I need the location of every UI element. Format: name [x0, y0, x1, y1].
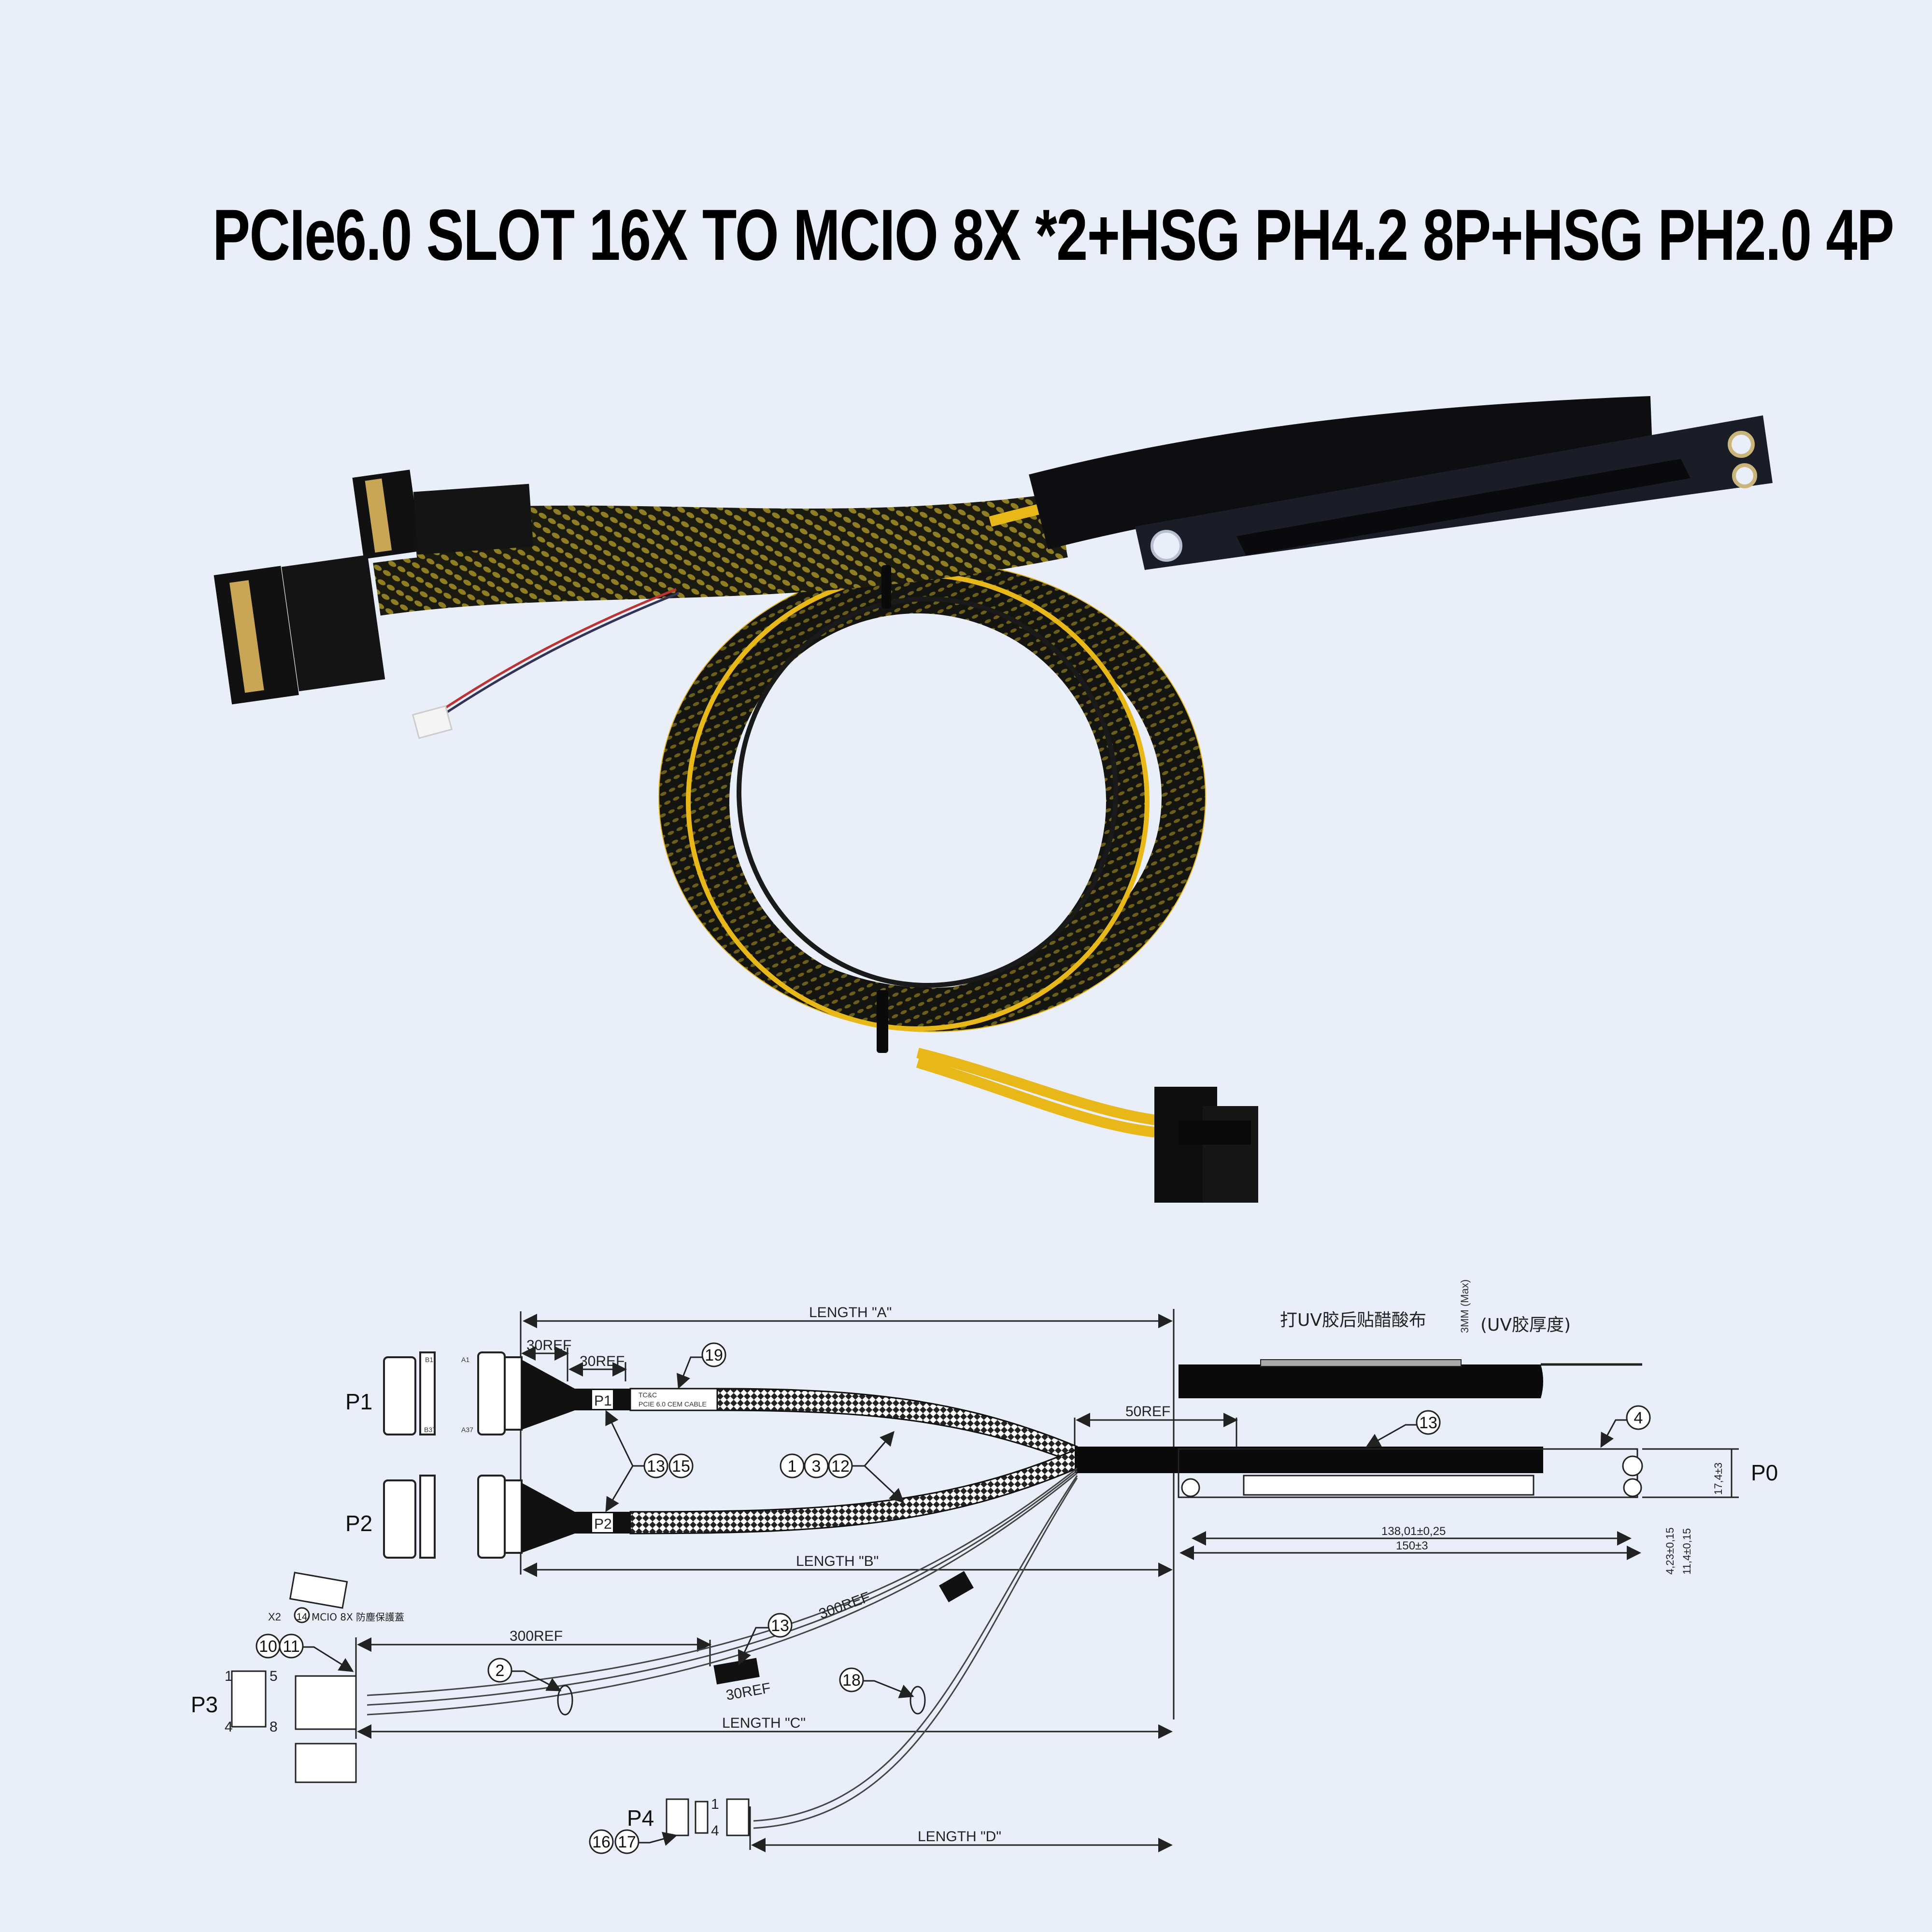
label-p2: P2: [345, 1511, 372, 1536]
pin-b1: B1: [425, 1356, 433, 1364]
dim-17-4: 17,4±3: [1712, 1463, 1724, 1495]
balloon-19: 19: [705, 1346, 723, 1364]
ref-50: 50REF: [1125, 1404, 1170, 1420]
balloon-11: 11: [283, 1637, 299, 1656]
balloon-2: 2: [496, 1662, 505, 1680]
pin-b37: B37: [424, 1426, 436, 1434]
dim-150: 150±3: [1396, 1539, 1428, 1552]
ph42-8p-connector: [1154, 1087, 1258, 1203]
ref-30-2: 30REF: [580, 1353, 625, 1369]
p3-pin-4: 4: [225, 1719, 233, 1735]
balloon-15: 15: [672, 1457, 690, 1476]
ref-30-3: 30REF: [724, 1680, 772, 1704]
tag-p2: P2: [594, 1516, 612, 1532]
cable-label-line2: PCIE 6.0 CEM CABLE: [639, 1400, 707, 1408]
p2-connector: [383, 1475, 523, 1559]
p3-pin-8: 8: [270, 1719, 278, 1735]
balloon-12: 12: [831, 1457, 850, 1476]
mcio-bundle-lower: [373, 505, 1068, 616]
ref-30-1: 30REF: [526, 1337, 571, 1353]
label-p1: P1: [345, 1389, 372, 1414]
ref-300-2: 300REF: [817, 1589, 872, 1622]
length-d: LENGTH "D": [918, 1829, 1001, 1845]
uv-thickness-note: (UV胶厚度): [1480, 1315, 1571, 1335]
balloon-13-wire: 13: [771, 1617, 789, 1635]
cover-qty: X2: [268, 1611, 281, 1623]
mcio-connector-2: [213, 554, 385, 705]
p3-connector: [231, 1670, 357, 1783]
cable-label-line1: TC&C: [639, 1391, 657, 1399]
p4-pin-1: 1: [711, 1796, 719, 1812]
dim-11-4: 11,4±0,15: [1681, 1528, 1693, 1575]
uv-glue-note: 打UV胶后贴醋酸布: [1280, 1310, 1426, 1330]
balloon-13: 13: [647, 1457, 665, 1476]
pcie-slot-board: [1135, 415, 1773, 570]
label-p3: P3: [191, 1692, 218, 1717]
balloon-17: 17: [618, 1833, 636, 1851]
balloon-10: 10: [259, 1637, 277, 1656]
page-title: PCIe6.0 SLOT 16X TO MCIO 8X *2+HSG PH4.2…: [213, 194, 1894, 275]
balloon-18: 18: [842, 1671, 861, 1690]
tag-p1: P1: [594, 1393, 612, 1409]
dim-138: 138,01±0,25: [1381, 1525, 1446, 1538]
balloon-13-slot: 13: [1419, 1414, 1437, 1432]
p4-connector: [666, 1798, 750, 1836]
label-p4: P4: [627, 1805, 654, 1831]
balloon-4: 4: [1634, 1409, 1643, 1427]
pin-a1: A1: [461, 1356, 469, 1364]
balloon-14: 14: [297, 1612, 307, 1622]
max-3mm-note: 3MM (Max): [1459, 1279, 1471, 1333]
balloon-1: 1: [788, 1457, 797, 1476]
length-b: LENGTH "B": [796, 1553, 879, 1569]
slot-cable-wrap: [1029, 396, 1654, 550]
p1-connector: [383, 1351, 523, 1435]
ph20-4p-connector: [412, 705, 453, 739]
sideband-wire: [434, 588, 677, 716]
label-p0: P0: [1751, 1460, 1778, 1485]
ref-300-1: 300REF: [510, 1628, 563, 1644]
cover-desc: MCIO 8X 防塵保護蓋: [312, 1611, 404, 1623]
product-photo: [213, 396, 1773, 1203]
length-a: LENGTH "A": [809, 1305, 892, 1321]
p3-pin-1: 1: [225, 1668, 233, 1684]
pin-a37: A37: [461, 1426, 473, 1434]
cable-coil: [658, 562, 1206, 1032]
mcio-cover-icon: [289, 1572, 348, 1609]
p3-pin-5: 5: [270, 1668, 278, 1684]
balloon-3: 3: [812, 1457, 821, 1476]
balloon-16: 16: [592, 1833, 611, 1851]
mcio-connector-1: [352, 469, 421, 559]
dim-4-23: 4,23±0,15: [1664, 1527, 1676, 1575]
p4-pin-4: 4: [711, 1823, 719, 1839]
length-c: LENGTH "C": [722, 1715, 806, 1731]
